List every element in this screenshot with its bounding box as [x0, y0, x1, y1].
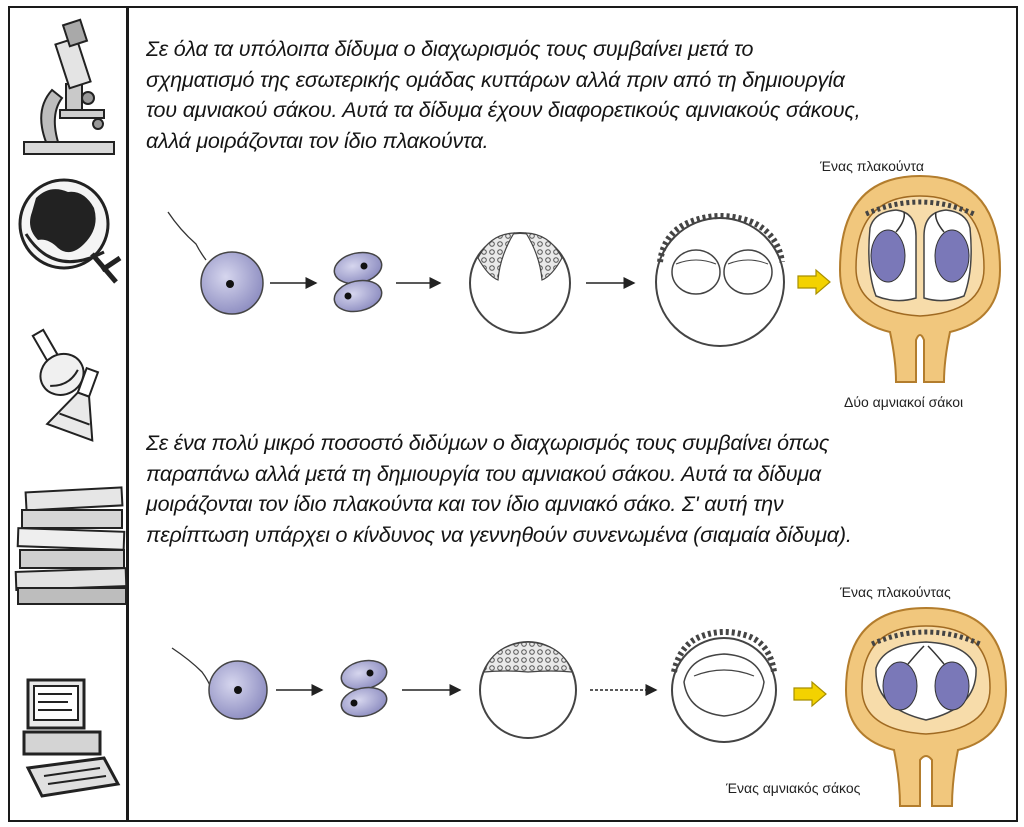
flask-icon — [31, 328, 100, 442]
section2-placenta-label: Ένας πλακούντας — [840, 584, 951, 600]
computer-icon — [22, 678, 121, 798]
section1-amniotic-label: Δύο αμνιακοί σάκοι — [844, 394, 964, 410]
sidebar — [10, 8, 129, 820]
uterus-twins-one-sac — [844, 606, 1008, 807]
sperm-tail-2 — [171, 647, 213, 691]
section1-line-4: αλλά μοιράζονται τον ίδιο πλακούντα. — [146, 128, 489, 153]
uterus-twins-two-sacs — [838, 174, 1002, 383]
embryo-two-sacs — [655, 213, 785, 347]
two-cell-2 — [340, 659, 388, 718]
section1-paragraph: Σε όλα τα υπόλοιπα δίδυμα ο διαχωρισμός … — [146, 34, 861, 156]
blastocyst-1 — [469, 232, 571, 334]
section1-line-2: σχηματισμό της εσωτερικής ομάδας κυττάρω… — [146, 67, 845, 92]
section1-line-1: Σε όλα τα υπόλοιπα δίδυμα ο διαχωρισμός … — [146, 37, 754, 61]
section1-line-3: του αμνιακού σάκου. Αυτά τα δίδυμα έχουν… — [146, 98, 861, 122]
section2-line-1: Σε ένα πολύ μικρό ποσοστό διδύμων ο διαχ… — [146, 431, 830, 455]
section2-line-3: μοιράζονται τον ίδιο πλακούντα και τον ί… — [146, 492, 784, 516]
section2-line-2: παραπάνω αλλά μετά τη δημιουργία του αμν… — [146, 461, 821, 486]
section2-line-4: περίπτωση υπάρχει ο κίνδυνος να γεννηθού… — [146, 522, 852, 547]
microscope-icon — [23, 18, 115, 155]
sperm-tail-1 — [167, 211, 207, 261]
blastocyst-2 — [479, 641, 577, 739]
yellow-arrow-2 — [793, 680, 827, 708]
section2-paragraph: Σε ένα πολύ μικρό ποσοστό διδύμων ο διαχ… — [146, 428, 852, 550]
books-icon — [14, 486, 128, 605]
globe-icon — [18, 178, 122, 284]
yellow-arrow-1 — [797, 268, 831, 296]
section1-placenta-label: Ένας πλακούντα — [820, 158, 924, 174]
two-cell-1 — [333, 251, 383, 313]
section2-amniotic-label: Ένας αμνιακός σάκος — [726, 780, 861, 796]
embryo-one-sac — [671, 629, 777, 743]
